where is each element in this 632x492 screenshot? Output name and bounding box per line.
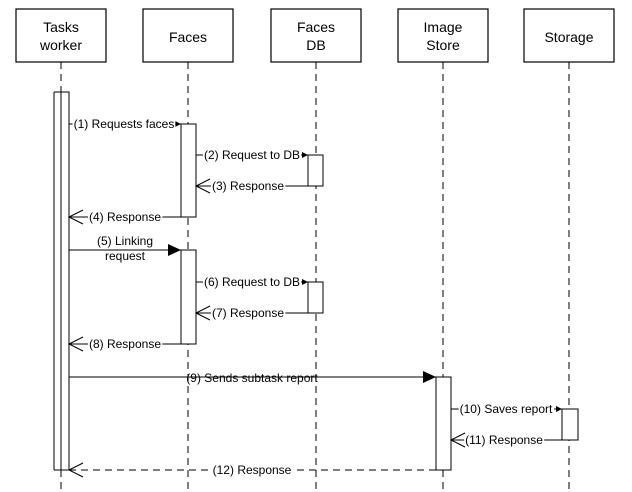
message-label: (4) Response: [89, 210, 161, 224]
message-label-backing: [202, 149, 302, 161]
participant-box: [523, 8, 615, 63]
message-label: (10) Saves report: [460, 402, 553, 416]
participant-label: Faces: [169, 29, 207, 45]
arrowhead-filled: [168, 244, 181, 256]
message-label: (3) Response: [212, 179, 284, 193]
arrowhead-open: [67, 209, 84, 225]
participant-label: Image: [424, 19, 463, 35]
participant-tasks: Tasks worker: [15, 8, 107, 63]
participant-faces: Faces: [142, 8, 234, 63]
activation-bar-imagestore: [435, 376, 452, 471]
arrowhead-small: [302, 279, 308, 285]
message-label: (1) Requests faces: [74, 117, 175, 131]
arrowhead-open: [449, 432, 466, 448]
message-label: (8) Response: [89, 337, 161, 351]
participant-label: Store: [426, 37, 460, 53]
message-6: (6) Request to DB: [196, 275, 308, 289]
message-3: (3) Response: [194, 178, 308, 194]
participant-label: Tasks: [43, 19, 79, 35]
message-label-backing: [210, 307, 286, 319]
participant-box: [142, 8, 234, 63]
participant-storage: Storage: [523, 8, 615, 63]
message-9: (9) Sends subtask report: [69, 371, 436, 385]
message-12: (12) Response: [67, 462, 436, 478]
message-10: (10) Saves report: [451, 402, 562, 416]
message-label: request: [105, 249, 146, 263]
message-label-backing: [72, 118, 176, 130]
message-label-backing: [210, 180, 286, 192]
message-label-backing: [87, 211, 163, 223]
message-label: (6) Request to DB: [204, 275, 300, 289]
activation-bars: [53, 91, 579, 471]
message-label-backing: [464, 434, 545, 446]
message-8: (8) Response: [67, 336, 181, 352]
activation-bar-facesdb: [307, 281, 324, 314]
message-label: (5) Linking: [97, 234, 153, 248]
message-4: (4) Response: [67, 209, 181, 225]
message-label-backing: [211, 464, 293, 476]
message-label: (7) Response: [212, 306, 284, 320]
activation-bar-facesdb: [307, 154, 324, 187]
participant-box: [397, 8, 489, 63]
activation-bar-storage: [561, 408, 579, 441]
message-11: (11) Response: [449, 432, 562, 448]
participant-label: Storage: [544, 29, 593, 45]
message-label: (11) Response: [465, 433, 543, 447]
participant-label: Faces: [297, 19, 335, 35]
message-label: (12) Response: [213, 463, 292, 477]
arrowhead-open: [67, 462, 84, 478]
message-1: (1) Requests faces: [69, 117, 181, 131]
participant-box: [15, 8, 107, 63]
participant-label: worker: [39, 37, 82, 53]
message-label-backing: [202, 276, 302, 288]
arrowhead-small: [175, 121, 181, 127]
message-label-backing: [458, 403, 555, 415]
arrowhead-open: [194, 305, 211, 321]
participant-box: [270, 8, 362, 63]
message-label: (9) Sends subtask report: [186, 371, 318, 385]
messages: (1) Requests faces (2) Request to DB (3) R…: [67, 117, 562, 478]
arrowhead-filled: [423, 371, 436, 383]
activation-bar-tasks: [60, 91, 70, 471]
message-7: (7) Response: [194, 305, 308, 321]
message-label-backing: [87, 338, 163, 350]
message-2: (2) Request to DB: [196, 148, 308, 162]
activation-bar-faces: [180, 249, 197, 345]
arrowhead-small: [302, 152, 308, 158]
activation-bar-faces: [180, 123, 197, 218]
arrowhead-open: [67, 336, 84, 352]
participant-label: DB: [306, 37, 325, 53]
arrowhead-small: [556, 406, 562, 412]
arrowhead-open: [194, 178, 211, 194]
message-label: (2) Request to DB: [204, 148, 300, 162]
